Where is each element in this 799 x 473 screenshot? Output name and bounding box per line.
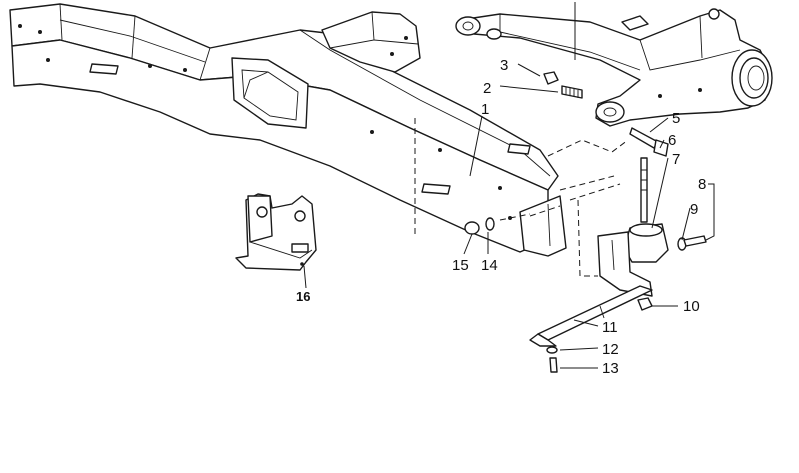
callout-13: 13 (602, 360, 619, 377)
callout-16: 16 (296, 289, 310, 304)
bracket-plate-16 (235, 193, 317, 271)
bolt-12-13 (546, 346, 558, 373)
callout-8: 8 (698, 176, 706, 193)
callout-11: 11 (602, 319, 618, 336)
callout-2: 2 (483, 80, 491, 97)
callout-3: 3 (500, 57, 508, 74)
crossmember-beam (9, 3, 567, 257)
nut-10 (637, 297, 653, 311)
callout-10: 10 (683, 298, 700, 315)
callout-14: 14 (481, 257, 498, 274)
bolt-5-6 (629, 127, 669, 157)
callout-7: 7 (672, 151, 680, 168)
mount-bracket (529, 157, 669, 347)
stud-and-nut (543, 71, 583, 99)
callout-1: 1 (481, 101, 489, 118)
callout-5: 5 (672, 110, 680, 127)
callout-12: 12 (602, 341, 619, 358)
callout-labels: 1 2 3 5 6 7 8 9 10 11 12 13 14 15 16 (296, 57, 706, 377)
leader-lines (303, 63, 715, 369)
callout-15: 15 (452, 257, 469, 274)
assembly-lines (499, 139, 629, 277)
callout-6: 6 (668, 132, 676, 149)
callout-9: 9 (690, 201, 698, 218)
trailing-arm (455, 2, 773, 127)
